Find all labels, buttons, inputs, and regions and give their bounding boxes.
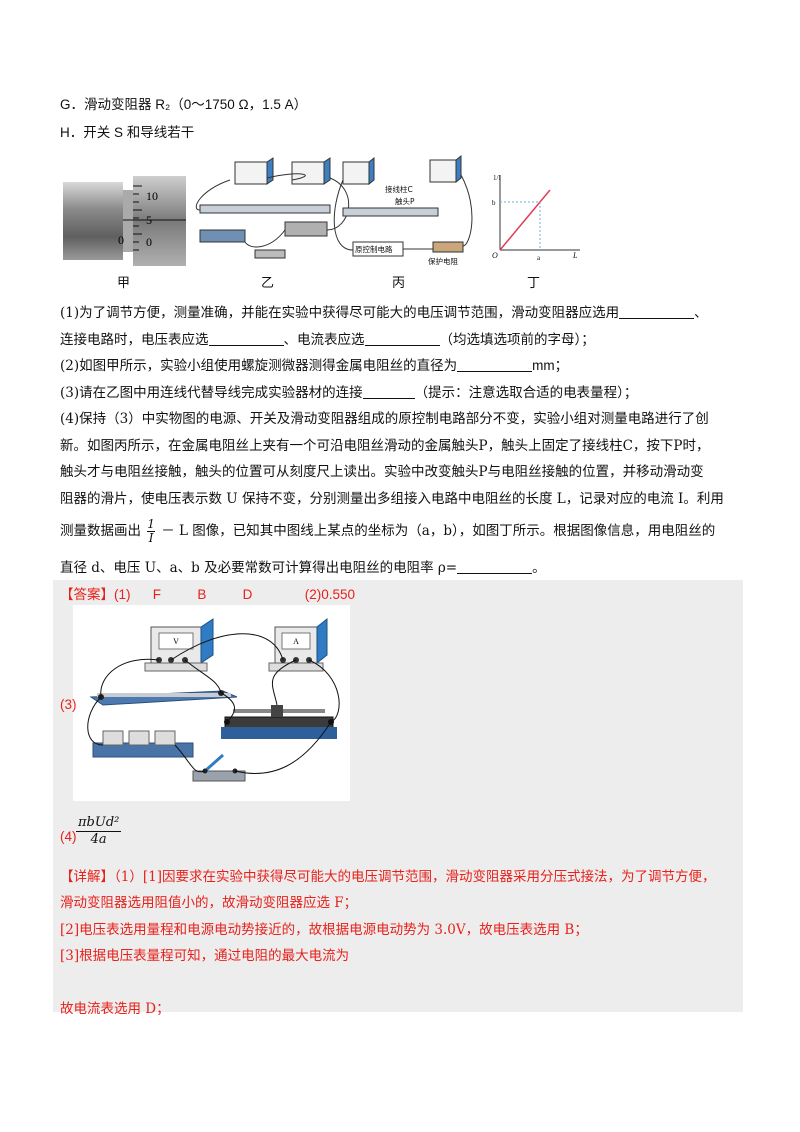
detail-line-5: 故电流表选用 D； <box>60 1001 170 1017</box>
graph-ding-figure: 1/I b a O L <box>492 174 580 262</box>
micrometer-tick: 5 <box>146 213 152 227</box>
question-4-line-6: 直径 d、电压 U、a、b 及必要常数可计算得出电阻丝的电阻率 ρ=。 <box>60 560 546 576</box>
answer-value: D <box>242 587 253 602</box>
micrometer-tick: 10 <box>146 189 158 203</box>
ammeter-label: A <box>293 637 299 646</box>
question-3: (3)请在乙图中用连线代替导线完成实验器材的连接（提示：注意选取合适的电表量程）… <box>60 385 638 401</box>
terminal-label: 接线柱C <box>385 184 413 194</box>
question-4-line-4: 阻器的滑片，使电压表示数 U 保持不变，分别测量出多组接入电路中电阻丝的长度 L… <box>60 491 724 507</box>
detail-line-3: [2]电压表选用量程和电源电动势接近的，故根据电源电动势为 3.0V，故电压表选… <box>60 922 588 938</box>
answer-value: F <box>152 587 162 602</box>
caption-bing: 丙 <box>392 276 406 291</box>
option-h: H．开关 S 和导线若干 <box>60 125 195 140</box>
question-1-line-1: (1)为了调节方便，测量准确，并能在实验中获得尽可能大的电压调节范围，滑动变阻器… <box>60 305 708 321</box>
detail-line-4: [3]根据电压表量程可知，通过电阻的最大电流为 <box>60 948 350 964</box>
answer-4-formula: πbUd² 4a <box>76 815 122 848</box>
caption-yi: 乙 <box>261 276 275 291</box>
question-4-line-2: 新。如图丙所示，在金属电阻丝上夹有一个可沿电阻丝滑动的金属触头P，触头上固定了接… <box>60 438 710 454</box>
graph-x-label: L <box>572 251 578 260</box>
answer-diameter: (2)0.550 <box>304 587 355 602</box>
detail-line-1: 【详解】（1）[1]因要求在实验中获得尽可能大的电压调节范围，滑动变阻器采用分压… <box>60 869 716 885</box>
answer-3-label: (3) <box>60 697 77 712</box>
graph-b: b <box>492 199 496 207</box>
answer-value: B <box>197 587 207 602</box>
micrometer-tick: 0 <box>146 235 152 249</box>
answer-line-1: 【答案】(1) F B D (2)0.550 <box>60 587 355 603</box>
graph-a: a <box>537 254 541 262</box>
control-label: 原控制电路 <box>355 244 393 254</box>
contact-label: 触头P <box>395 196 415 206</box>
question-1-line-2: 连接电路时，电压表应选、电流表应选（均选填选项前的字母）； <box>60 332 595 348</box>
caption-jia: 甲 <box>117 276 131 291</box>
micrometer-tick: 0 <box>118 233 124 247</box>
question-4-line-3: 触头才与电阻丝接触，触头的位置可从刻度尺上读出。实验中改变触头P与电阻丝接触的位… <box>60 464 704 480</box>
answer-4-label: (4) <box>60 829 77 844</box>
protect-label: 保护电阻 <box>428 256 458 266</box>
voltmeter-label: V <box>173 637 179 646</box>
graph-origin: O <box>492 251 498 260</box>
detail-tag: 【详解】 <box>60 869 114 885</box>
circuit-bing-figure: 接线柱C 触头P 原控制电路 保护电阻 <box>333 154 473 266</box>
graph-y-label: 1/I <box>493 174 501 182</box>
micrometer-figure: 10 5 0 0 <box>63 176 186 266</box>
experiment-figures: 10 5 0 0 接线柱C 触头P 原控制电路 保护电阻 1/I b a O <box>63 154 580 266</box>
answer-tag: 【答案】 <box>60 587 114 603</box>
formula-numerator: πbUd² <box>76 815 122 832</box>
answer-circuit-figure: V A <box>73 605 350 801</box>
circuit-yi-figure <box>195 157 350 259</box>
detail-line-2: 滑动变阻器选用阻值小的，故滑动变阻器应选 F； <box>60 895 358 911</box>
question-4-line-1: (4)保持（3）中实物图的电源、开关及滑动变阻器组成的原控制电路部分不变，实验小… <box>60 411 709 427</box>
option-g: G．滑动变阻器 R₂（0～1750 Ω，1.5 A） <box>60 97 308 112</box>
formula-denominator: 4a <box>90 832 107 847</box>
caption-ding: 丁 <box>527 276 541 291</box>
